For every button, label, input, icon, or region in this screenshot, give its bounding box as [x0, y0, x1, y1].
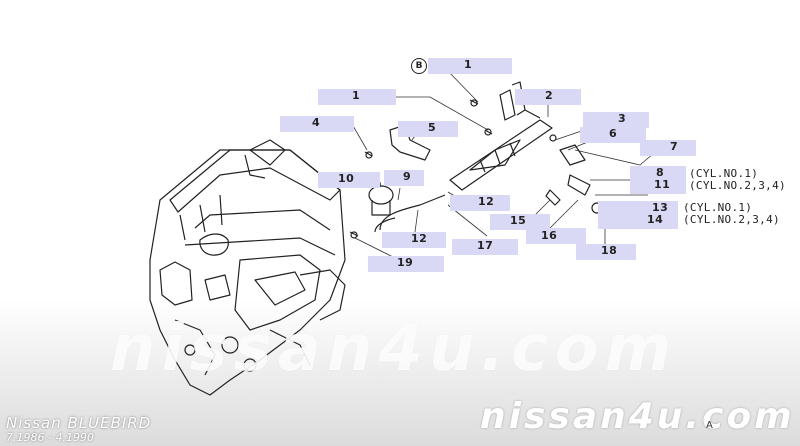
- callout-tab: [640, 140, 696, 156]
- callout-12[interactable]: 12: [411, 232, 428, 245]
- callout-3[interactable]: 3: [618, 112, 627, 125]
- cylinder-note: (CYL.NO.2,3,4): [683, 213, 780, 226]
- callout-19[interactable]: 19: [397, 256, 414, 269]
- callout-tab: [490, 214, 550, 230]
- callout-5[interactable]: 5: [428, 121, 437, 134]
- cam-cover: [169, 149, 341, 213]
- callout-tab: [428, 58, 512, 74]
- corner-mark: A: [706, 420, 713, 431]
- callout-8[interactable]: 8: [656, 166, 665, 179]
- callout-1[interactable]: 1: [464, 58, 473, 71]
- callout-tab: [382, 232, 446, 248]
- callout-9[interactable]: 9: [403, 170, 412, 183]
- callout-tab: [515, 89, 581, 105]
- callout-tab: [398, 121, 458, 137]
- callout-16[interactable]: 16: [541, 229, 558, 242]
- callout-15[interactable]: 15: [510, 214, 527, 227]
- cylinder-note: (CYL.NO.1): [683, 201, 753, 214]
- callout-tab: [598, 213, 678, 229]
- callout-10[interactable]: 10: [338, 172, 355, 185]
- watermark-small: nissan4u.com: [480, 396, 795, 437]
- callout-6[interactable]: 6: [609, 127, 618, 140]
- callout-tab: [318, 89, 396, 105]
- callout-tab: [580, 127, 646, 143]
- callout-tab: [318, 172, 380, 188]
- callout-7[interactable]: 7: [670, 140, 679, 153]
- model-name: Nissan BLUEBIRD: [6, 414, 152, 432]
- callout-tab: [384, 170, 424, 186]
- callout-12[interactable]: 12: [478, 195, 495, 208]
- callout-1[interactable]: 1: [352, 89, 361, 102]
- callout-14[interactable]: 14: [647, 213, 664, 226]
- callout-2[interactable]: 2: [545, 89, 554, 102]
- watermark-large: nissan4u.com: [110, 312, 678, 386]
- callout-tab: [583, 112, 649, 128]
- cylinder-note: (CYL.NO.1): [689, 167, 759, 180]
- callout-tab: [450, 195, 510, 211]
- reference-badge: B: [411, 58, 427, 74]
- callout-tab: [630, 178, 686, 194]
- callout-tab: [576, 244, 636, 260]
- model-years: 7.1986 - 4.1990: [6, 431, 94, 444]
- callout-13[interactable]: 13: [652, 201, 669, 214]
- callout-11[interactable]: 11: [654, 178, 671, 191]
- callout-tab: [280, 116, 354, 132]
- callout-tab: [526, 228, 586, 244]
- callout-tab: [368, 256, 444, 272]
- callout-18[interactable]: 18: [601, 244, 618, 257]
- callout-4[interactable]: 4: [312, 116, 321, 129]
- cylinder-note: (CYL.NO.2,3,4): [689, 179, 786, 192]
- fuel-rail: [449, 119, 553, 191]
- callout-17[interactable]: 17: [477, 239, 494, 252]
- callout-tab: [452, 239, 518, 255]
